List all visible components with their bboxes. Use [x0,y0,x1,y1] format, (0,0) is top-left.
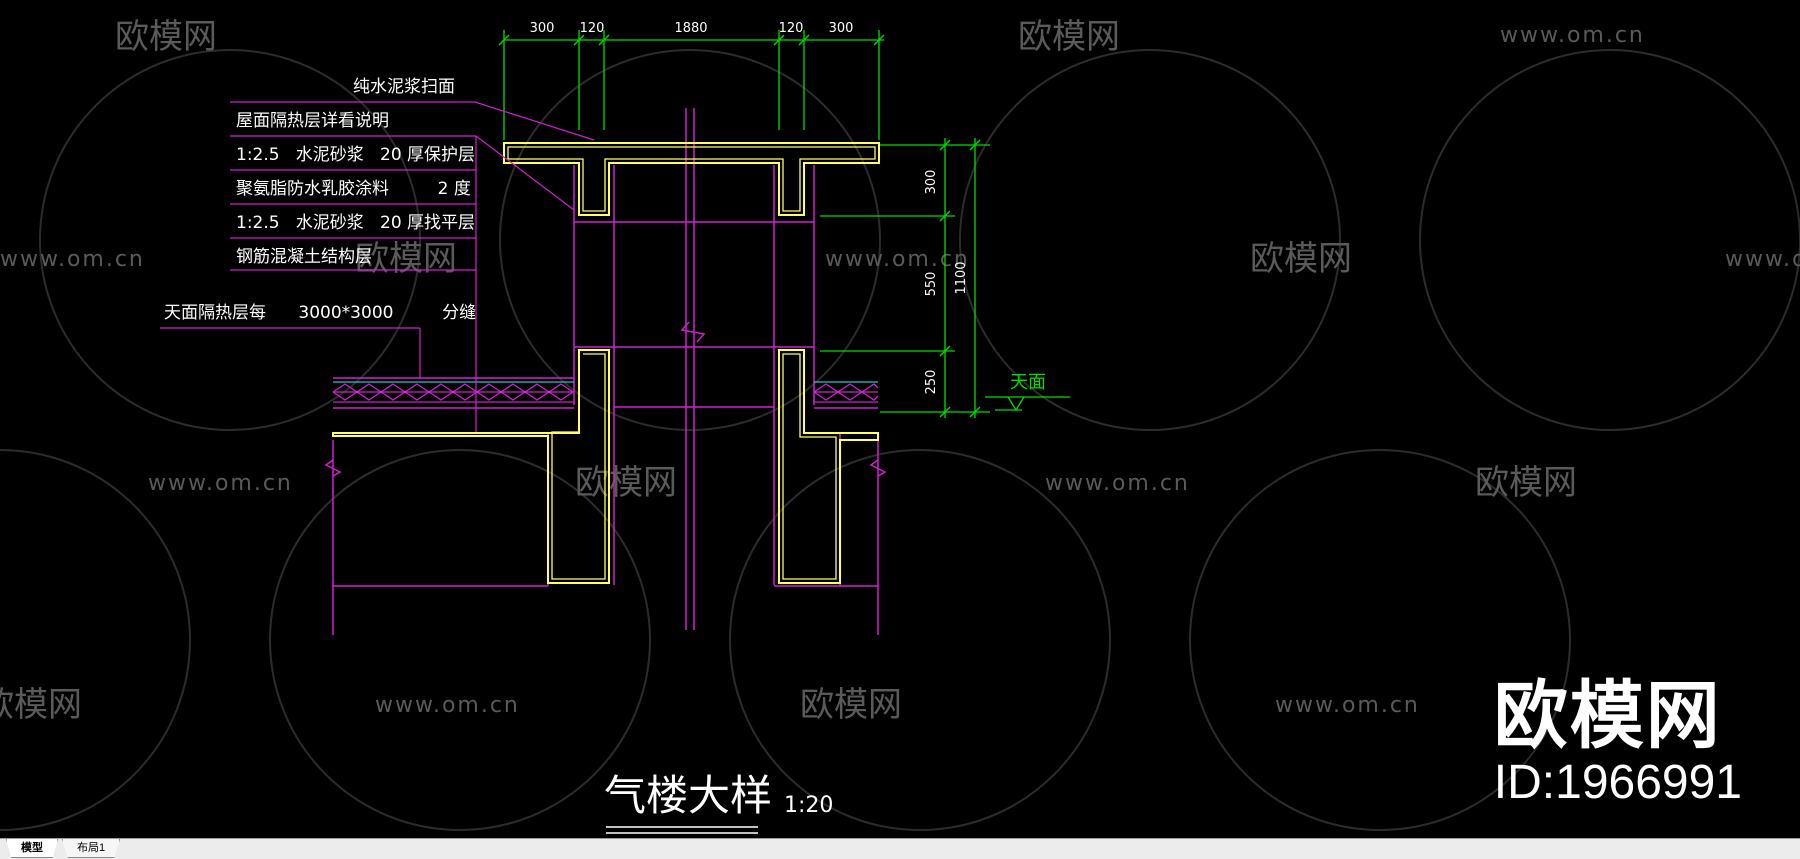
callout-1: 屋面隔热层详看说明 [236,111,389,131]
watermark-site-text: www.om.cn [148,471,293,496]
joint-note: 天面隔热层每 3000*3000 分缝 [164,303,476,323]
right-dimension-texts: 300 550 250 1100 天面 [924,170,1046,395]
watermark-site-text: www.om.cn [1275,693,1420,718]
dim-top-4: 300 [829,21,854,36]
watermark-brand-text: 欧模网 [1475,463,1577,503]
callout-texts: 纯水泥浆扫面 屋面隔热层详看说明 1:2.5 水泥砂浆 20 厚保护层 聚氨脂防… [164,77,476,323]
brand-id: ID:1966991 [1493,756,1742,809]
dim-right-2: 250 [924,370,939,395]
dim-right-1: 550 [924,272,939,297]
watermark-brand-text: 欧模网 [0,685,82,725]
top-dimension-texts: 300 120 1880 120 300 [530,21,854,36]
watermark-site-text: www.om.cn [0,247,145,272]
callout-5: 钢筋混凝土结构层 [236,247,372,267]
drawing-title: 气楼大样 [604,771,772,820]
callout-2: 1:2.5 水泥砂浆 20 厚保护层 [236,145,475,165]
brand-logo: 欧模网 [1493,673,1722,759]
tab-layout1[interactable]: 布局1 [62,839,121,858]
watermark-layer [0,49,1800,831]
dim-top-3: 120 [779,21,804,36]
tab-model[interactable]: 模型 [6,839,58,858]
watermark-site-text: www.om.cn [375,693,520,718]
dim-right-3: 1100 [954,261,969,294]
roof-layers-right [813,381,879,403]
roof-layers-left [332,381,574,403]
layout-tab-bar: 模型 布局1 [0,838,1800,859]
watermark-brand-text: 欧模网 [115,17,217,57]
drawing-scale: 1:20 [784,793,833,818]
callout-leaders [160,101,595,432]
watermark-site-text: www.om.cn [825,247,970,272]
watermark-brand-text: 欧模网 [800,685,902,725]
callout-0: 纯水泥浆扫面 [353,77,455,97]
center-axis [685,108,695,630]
dim-top-0: 300 [530,21,555,36]
top-dimension-chain [498,30,885,140]
concrete-outline [332,142,880,584]
dim-right-0: 300 [924,170,939,195]
right-dimension-chain [820,138,1070,418]
watermark-site-text: www.om.cn [1725,247,1800,272]
watermark-brand-text: 欧模网 [1250,239,1352,279]
watermark-site-text: www.om.cn [1045,471,1190,496]
watermark-brand-text: 欧模网 [1018,17,1120,57]
dim-top-2: 1880 [674,21,707,36]
brand-watermark: 欧模网 ID:1966991 [1494,676,1742,810]
callout-4: 1:2.5 水泥砂浆 20 厚找平层 [236,213,475,233]
drawing-title-block: 气楼大样 1:20 [604,771,833,834]
watermark-site-text: www.om.cn [1500,23,1645,48]
dim-top-1: 120 [580,21,605,36]
watermark-brand-text: 欧模网 [355,239,457,279]
callout-3: 聚氨脂防水乳胶涂料 2 度 [236,179,471,199]
watermark-brand-text: 欧模网 [575,463,677,503]
level-label: 天面 [1010,372,1046,393]
